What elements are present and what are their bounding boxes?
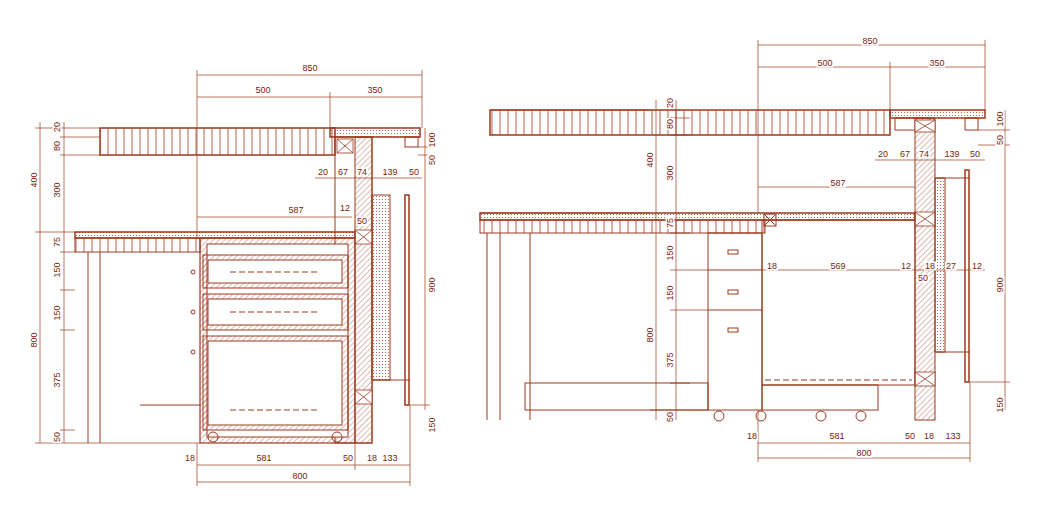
dimension-label: 27	[945, 262, 957, 271]
dimension-label: 800	[291, 472, 308, 481]
dimension-label: 50	[666, 411, 675, 423]
dimension-label: 569	[829, 262, 846, 271]
dimension-label: 18	[184, 454, 196, 463]
dimension-label: 50	[53, 431, 62, 443]
dimension-label: 581	[255, 454, 272, 463]
dimension-label: 800	[855, 449, 872, 458]
dimension-label: 150	[428, 416, 437, 433]
dimension-label: 50	[904, 432, 916, 441]
dimension-label: 133	[944, 432, 961, 441]
dimension-label: 67	[337, 168, 349, 177]
dimension-label: 900	[996, 276, 1005, 293]
dimension-label: 150	[996, 396, 1005, 413]
dimension-label: 587	[287, 206, 304, 215]
dimension-label: 12	[971, 262, 983, 271]
dimension-label: 80	[53, 140, 62, 152]
dimension-label: 800	[646, 326, 655, 343]
dimension-label: 20	[666, 97, 675, 109]
dimension-label: 20	[317, 168, 329, 177]
dimension-label: 150	[53, 261, 62, 278]
dimension-label: 900	[428, 276, 437, 293]
dimension-label: 133	[381, 454, 398, 463]
dimension-label: 18	[924, 262, 936, 271]
dimension-label: 50	[996, 134, 1005, 146]
dimension-label: 12	[339, 204, 351, 213]
dimension-label: 74	[356, 168, 368, 177]
dimension-label: 850	[301, 64, 318, 73]
dimension-label: 20	[877, 150, 889, 159]
dimension-label: 18	[923, 432, 935, 441]
dimension-label: 80	[666, 118, 675, 130]
dimension-label: 400	[646, 151, 655, 168]
dimension-label: 375	[666, 351, 675, 368]
dimension-label: 139	[943, 150, 960, 159]
right-section	[480, 40, 1010, 462]
dimension-label: 100	[428, 131, 437, 148]
dimension-label: 75	[53, 236, 62, 248]
dimension-label: 67	[899, 150, 911, 159]
dimension-label: 150	[666, 284, 675, 301]
dimension-label: 18	[746, 432, 758, 441]
dimension-label: 50	[342, 454, 354, 463]
dimension-label: 400	[30, 171, 39, 188]
dimension-label: 75	[666, 217, 675, 229]
dimension-label: 50	[356, 217, 368, 226]
dimension-label: 350	[366, 86, 383, 95]
dimension-label: 50	[969, 150, 981, 159]
dimension-label: 50	[428, 154, 437, 166]
dimension-label: 150	[53, 304, 62, 321]
dimension-label: 581	[828, 432, 845, 441]
dimension-label: 50	[917, 274, 929, 283]
left-section	[35, 70, 430, 486]
dimension-label: 375	[53, 371, 62, 388]
dimension-label: 12	[900, 262, 912, 271]
dimension-label: 100	[996, 110, 1005, 127]
dimension-label: 150	[666, 244, 675, 261]
dimension-label: 18	[766, 262, 778, 271]
dimension-label: 800	[30, 331, 39, 348]
dimension-label: 20	[53, 121, 62, 133]
dimension-label: 139	[381, 168, 398, 177]
dimension-label: 350	[928, 59, 945, 68]
dimension-label: 850	[861, 37, 878, 46]
dimension-label: 587	[829, 179, 846, 188]
dimension-label: 300	[53, 181, 62, 198]
dimension-label: 500	[254, 86, 271, 95]
dimension-label: 50	[408, 168, 420, 177]
dimension-label: 300	[666, 164, 675, 181]
dimension-label: 74	[918, 150, 930, 159]
dimension-label: 18	[366, 454, 378, 463]
dimension-label: 500	[816, 59, 833, 68]
